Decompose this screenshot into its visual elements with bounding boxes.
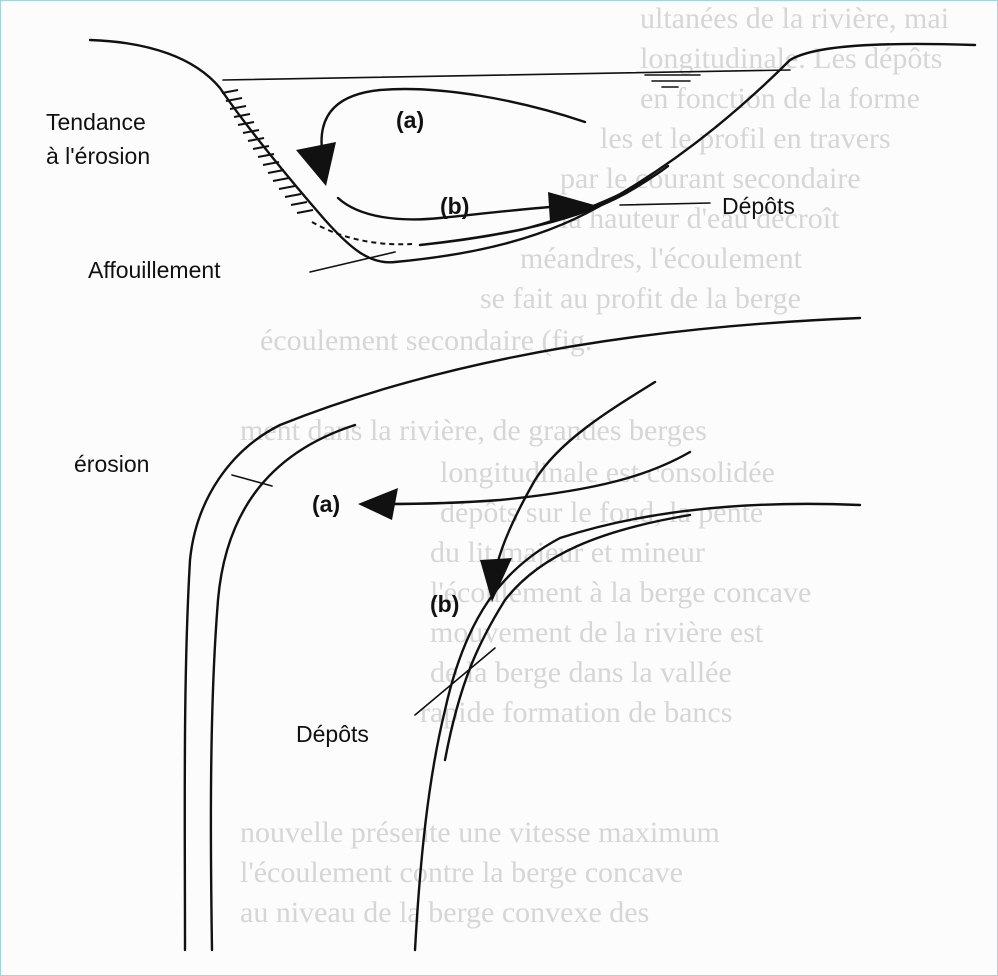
flow-a-arrow-shaft [322,89,585,150]
label-affouillement: Affouillement [88,257,221,283]
label-flow-b-bottom: (b) [430,591,459,617]
water-surface [223,70,790,80]
flow-a-bottom-arrowhead [358,488,398,520]
bleed-through-text: ultanées de la rivière, mai longitudinal… [240,2,949,929]
svg-text:les et le profil en travers: les et le profil en travers [600,122,891,155]
svg-text:se fait au profit de la berge: se fait au profit de la berge [480,282,801,315]
flow-a-arrowhead [296,142,336,186]
label-depots-top: Dépôts [722,193,795,219]
svg-text:la hauteur d'eau décroît: la hauteur d'eau décroît [560,202,840,235]
label-tendance: Tendance [46,109,146,135]
label-flow-b-top: (b) [440,193,469,219]
svg-text:méandres, l'écoulement: méandres, l'écoulement [520,242,803,275]
label-a-l-erosion: à l'érosion [46,143,150,169]
label-erosion-bottom: érosion [74,451,149,477]
label-depots-bottom: Dépôts [296,721,369,747]
svg-text:ultanées de la rivière, mai: ultanées de la rivière, mai [640,2,949,35]
svg-text:ment dans la rivière, de grand: ment dans la rivière, de grandes berges [240,414,707,447]
label-flow-a-bottom: (a) [312,491,340,517]
svg-text:au niveau de la berge convexe: au niveau de la berge convexe des [240,896,649,929]
svg-text:l'écoulement contre la berge c: l'écoulement contre la berge concave [240,856,683,889]
svg-text:du lit majeur et mineur: du lit majeur et mineur [430,536,705,569]
svg-text:de la berge dans la vallée: de la berge dans la vallée [430,656,732,689]
svg-text:par le courant secondaire: par le courant secondaire [560,162,861,195]
svg-text:nouvelle présente une vitesse: nouvelle présente une vitesse maximum [240,816,720,849]
svg-text:rapide formation de bancs: rapide formation de bancs [420,696,732,729]
scour-dashed-line [312,222,412,244]
svg-text:en fonction de la forme: en fonction de la forme [640,82,920,115]
label-flow-a-top: (a) [396,107,424,133]
